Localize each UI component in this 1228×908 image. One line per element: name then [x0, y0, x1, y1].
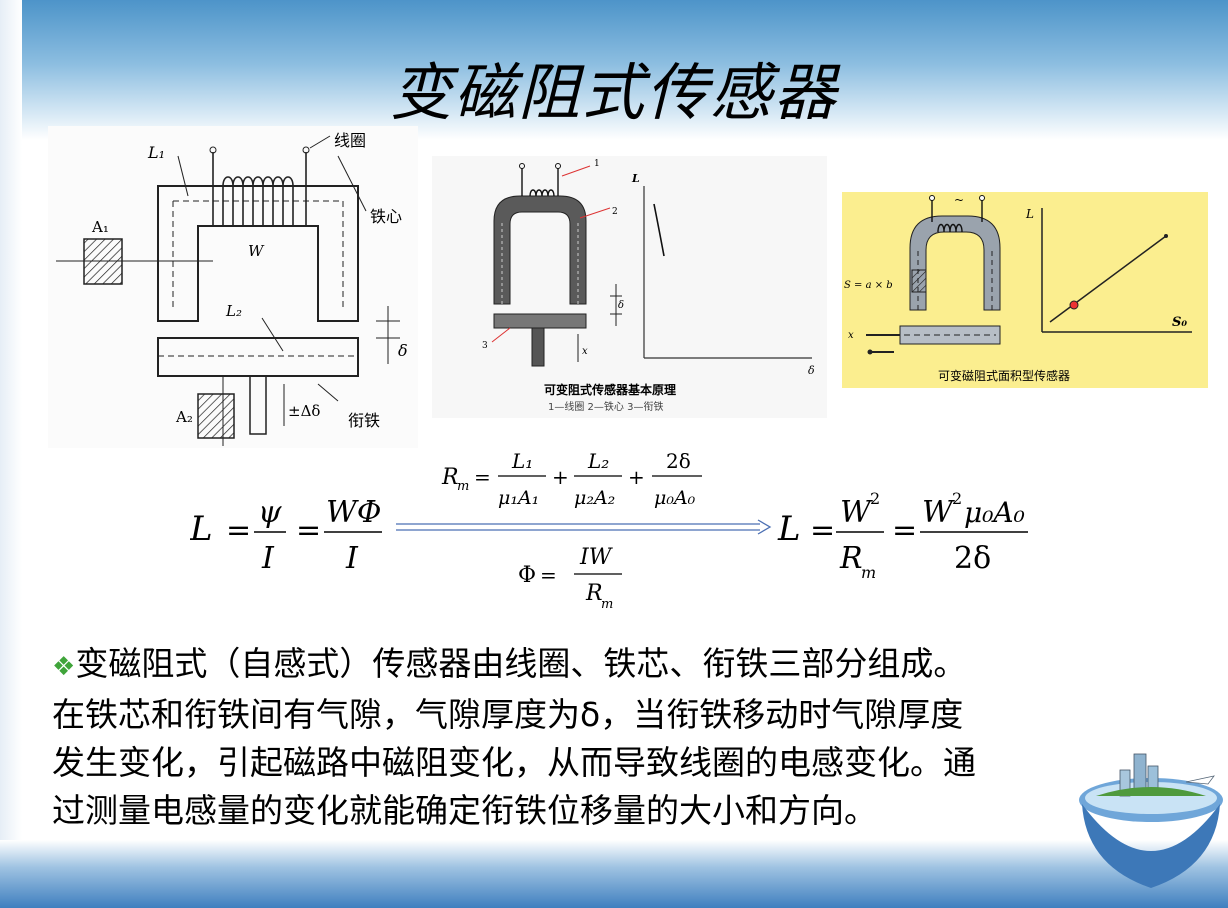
axis-delta: δ — [808, 364, 815, 377]
label-A1: A₁ — [91, 218, 109, 236]
figure-area-type-sensor: ~ S = a × b L S₀ x 可变磁阻式面积型传感器 — [842, 192, 1208, 388]
eq-L-left: L — [190, 509, 213, 549]
eq-Rm-sub: m — [457, 479, 469, 494]
eq-L1: L₁ — [511, 449, 533, 473]
label-x-3: x — [848, 330, 854, 341]
eq-mu2A2: μ₂A₂ — [574, 487, 615, 509]
eq-equals-5: = — [810, 513, 835, 548]
label-x: x — [582, 346, 588, 357]
eq-psi: ψ — [258, 495, 282, 530]
eq-W2mu-exp: 2 — [952, 489, 962, 508]
label-armature: 衔铁 — [348, 411, 380, 430]
eq-WPhi: WΦ — [326, 495, 381, 530]
figure2-subcaption: 1—线圈 2—铁心 3—衔铁 — [548, 400, 663, 413]
eq-plus-2: + — [628, 465, 645, 489]
body-line-1-text: 变磁阻式（自感式）传感器由线圈、铁芯、衔铁三部分组成。 — [75, 644, 967, 683]
eq-L2: L₂ — [587, 449, 609, 473]
top-gradient-band — [0, 0, 1228, 140]
equation-block: L = ψ I = WΦ I R m = L₁ μ₁A₁ + L₂ μ₂A₂ + — [190, 449, 1028, 612]
eq-W2mu: W — [922, 495, 955, 530]
eq-Rm-3-sub: m — [861, 563, 876, 582]
eq-equals-2: = — [296, 513, 321, 548]
label-core: 铁心 — [370, 207, 402, 226]
label-L2: L₂ — [225, 302, 242, 320]
eq-equals-3: = — [474, 465, 491, 489]
eq-plus-1: + — [552, 465, 569, 489]
label-W: W — [248, 242, 265, 260]
body-line-4: 过测量电感量的变化就能确定衔铁位移量的大小和方向。 — [52, 791, 877, 830]
left-edge-shade — [0, 0, 22, 908]
label-delta-gap: δ — [618, 300, 624, 311]
n2: 2 — [612, 207, 618, 217]
label-L1: L₁ — [147, 143, 165, 162]
slide-title: 变磁阻式传感器 — [389, 56, 838, 129]
axis-S0: S₀ — [1172, 315, 1187, 330]
body-line-3: 发生变化，引起磁路中磁阻变化，从而导致线圈的电感变化。通 — [52, 743, 976, 782]
eq-equals-1: = — [226, 513, 251, 548]
eq-2delta: 2δ — [666, 449, 691, 473]
eq-W2-exp: 2 — [870, 489, 880, 508]
eq-L-right: L — [777, 509, 801, 549]
eq-equals-6: = — [892, 513, 917, 548]
figure3-caption: 可变磁阻式面积型传感器 — [938, 368, 1070, 383]
eq-W2: W — [840, 495, 873, 530]
eq-mu0A0: μ₀A₀ — [654, 487, 696, 509]
axis-L: L — [631, 172, 640, 185]
axis-L-3: L — [1025, 207, 1034, 221]
bottom-gradient-band — [0, 840, 1228, 908]
body-paragraph: ❖变磁阻式（自感式）传感器由线圈、铁芯、衔铁三部分组成。 在铁芯和衔铁间有气隙，… — [52, 640, 1202, 835]
label-S: S = a × b — [844, 280, 893, 291]
label-move: ±Δδ — [288, 402, 320, 420]
label-A2: A₂ — [175, 408, 193, 426]
globe-decoration-icon — [1079, 753, 1223, 888]
label-coil: 线圈 — [334, 131, 366, 150]
figure2-caption: 可变阻式传感器基本原理 — [544, 382, 676, 397]
label-delta: δ — [398, 341, 408, 360]
n1: 1 — [594, 159, 600, 169]
eq-I-2: I — [345, 541, 359, 576]
body-line-1: ❖变磁阻式（自感式）传感器由线圈、铁芯、衔铁三部分组成。 — [52, 640, 1202, 691]
symbol-tilde: ~ — [954, 193, 964, 207]
eq-mu0A0-tail: μ₀A₀ — [964, 496, 1025, 529]
bullet-icon: ❖ — [52, 652, 76, 682]
eq-Rm-2-sub: m — [601, 597, 613, 612]
eq-I-1: I — [261, 541, 275, 576]
n3: 3 — [482, 341, 488, 351]
eq-Phi: Φ — [518, 563, 536, 588]
eq-2delta-2: 2δ — [954, 541, 991, 576]
figure-basic-principle: 1 2 3 L δ x δ 可变阻式传感器基本原理 1—线圈 2—铁心 3—衔铁 — [432, 156, 827, 418]
eq-equals-4: = — [540, 563, 557, 587]
eq-Rm-3: R — [839, 541, 863, 576]
body-line-2: 在铁芯和衔铁间有气隙，气隙厚度为δ，当衔铁移动时气隙厚度 — [52, 695, 964, 734]
eq-Rm: R — [441, 465, 459, 490]
eq-mu1A1: μ₁A₁ — [498, 487, 539, 509]
eq-IW: IW — [579, 545, 614, 570]
figure-magnetic-circuit: L₁ 线圈 铁心 A₁ W L₂ δ A₂ ±Δδ 衔铁 — [48, 126, 418, 448]
eq-Rm-2: R — [585, 581, 603, 606]
